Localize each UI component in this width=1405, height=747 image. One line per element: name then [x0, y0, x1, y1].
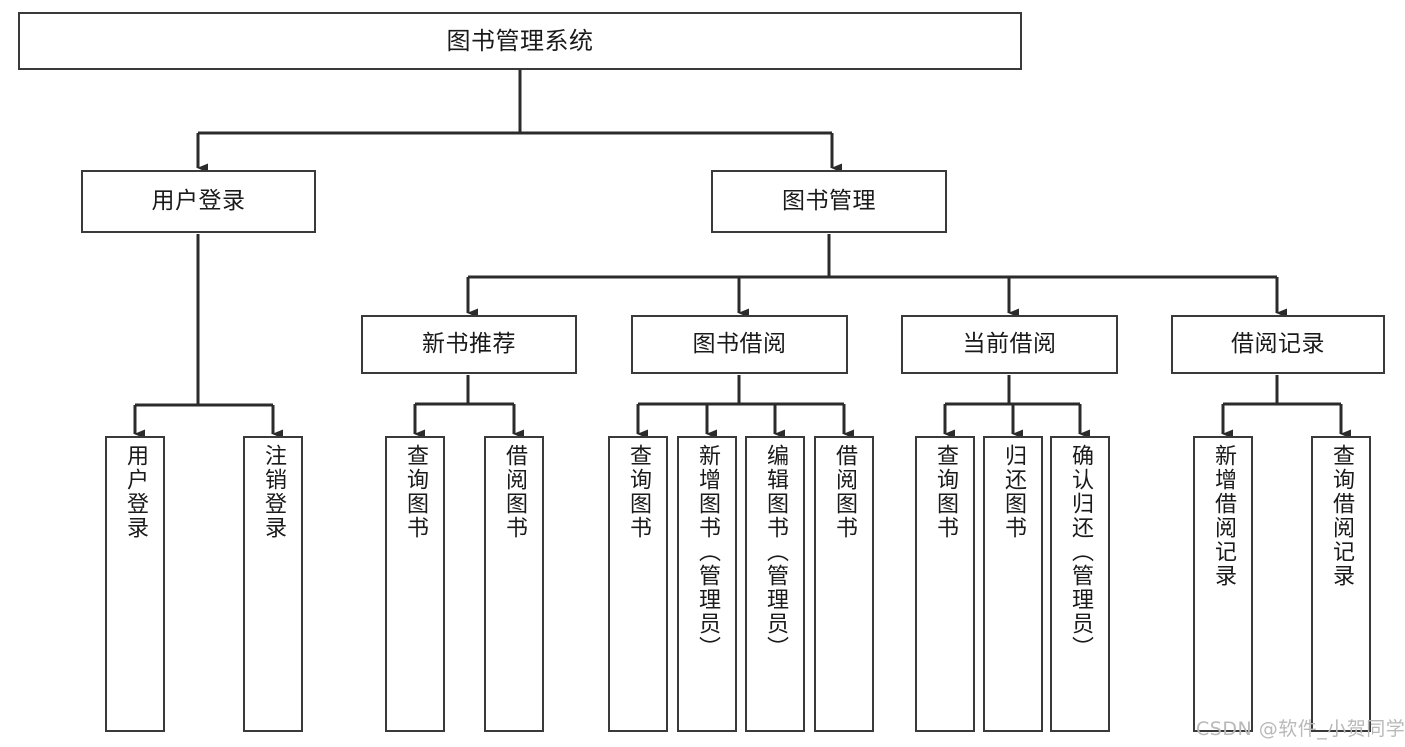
- node-label: 用户登录: [122, 444, 148, 540]
- leaf-add-book[interactable]: 新增图书（管理员）: [677, 436, 737, 732]
- node-label: 借阅记录: [1231, 330, 1325, 357]
- node-label: 确认归还（管理员）: [1067, 444, 1093, 660]
- leaf-borrow-book-2[interactable]: 借阅图书: [814, 436, 874, 732]
- node-root-system[interactable]: 图书管理系统: [18, 12, 1022, 70]
- leaf-query-borrow-record[interactable]: 查询借阅记录: [1311, 436, 1371, 732]
- leaf-user-login[interactable]: 用户登录: [105, 436, 165, 732]
- node-label: 编辑图书（管理员）: [762, 444, 788, 660]
- node-label: 新书推荐: [422, 330, 516, 357]
- node-label: 新增图书（管理员）: [694, 444, 720, 660]
- node-label: 借阅图书: [501, 444, 527, 540]
- node-new-book-recommendation[interactable]: 新书推荐: [361, 315, 577, 374]
- node-book-management[interactable]: 图书管理: [711, 170, 947, 233]
- node-user-login[interactable]: 用户登录: [81, 170, 316, 233]
- node-book-borrow[interactable]: 图书借阅: [631, 315, 848, 374]
- node-label: 查询图书: [932, 444, 958, 540]
- node-label: 查询图书: [625, 444, 651, 540]
- node-label: 图书借阅: [692, 330, 787, 357]
- node-label: 用户登录: [151, 187, 246, 214]
- node-label: 新增借阅记录: [1210, 444, 1236, 588]
- node-current-borrow[interactable]: 当前借阅: [901, 315, 1118, 374]
- node-label: 图书管理: [782, 187, 876, 214]
- leaf-return-book[interactable]: 归还图书: [983, 436, 1043, 732]
- leaf-query-book-2[interactable]: 查询图书: [608, 436, 668, 732]
- node-label: 查询图书: [402, 444, 428, 540]
- leaf-confirm-return[interactable]: 确认归还（管理员）: [1050, 436, 1110, 732]
- leaf-add-borrow-record[interactable]: 新增借阅记录: [1193, 436, 1253, 732]
- leaf-query-book-3[interactable]: 查询图书: [915, 436, 975, 732]
- node-borrow-record[interactable]: 借阅记录: [1171, 315, 1385, 374]
- node-label: 归还图书: [1000, 444, 1026, 540]
- leaf-query-book-1[interactable]: 查询图书: [385, 436, 445, 732]
- leaf-edit-book[interactable]: 编辑图书（管理员）: [745, 436, 805, 732]
- node-label: 注销登录: [260, 444, 286, 540]
- leaf-borrow-book-1[interactable]: 借阅图书: [484, 436, 544, 732]
- node-label: 当前借阅: [962, 330, 1057, 357]
- leaf-logout[interactable]: 注销登录: [243, 436, 303, 732]
- node-label: 查询借阅记录: [1328, 444, 1354, 588]
- node-label: 图书管理系统: [446, 26, 594, 55]
- node-label: 借阅图书: [831, 444, 857, 540]
